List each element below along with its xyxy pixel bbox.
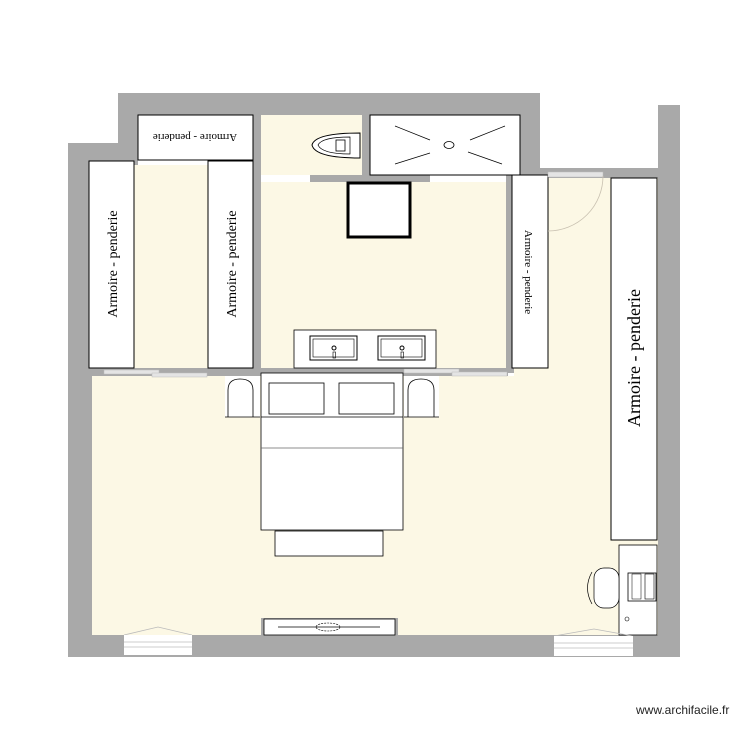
wardrobe-middle[interactable]: Armoire - penderie (511, 174, 549, 369)
radiator[interactable] (261, 618, 398, 636)
double-sink[interactable] (293, 329, 437, 369)
sliding-doors[interactable] (103, 368, 508, 378)
wardrobe-left-2[interactable]: Armoire - penderie (207, 160, 254, 369)
wardrobe-right[interactable]: Armoire - penderie (610, 177, 658, 541)
nightstand-left[interactable] (225, 376, 260, 418)
desk[interactable] (618, 544, 658, 636)
watermark: www.archifacile.fr (636, 703, 730, 717)
toilet[interactable] (311, 132, 361, 159)
svg-text:Armoire - penderie: Armoire - penderie (522, 230, 534, 314)
walls (68, 93, 680, 657)
wardrobe-left-1[interactable]: Armoire - penderie (88, 160, 135, 369)
window-right[interactable] (553, 628, 634, 656)
svg-text:Armoire - penderie: Armoire - penderie (624, 289, 644, 427)
svg-text:Armoire - penderie: Armoire - penderie (153, 131, 237, 143)
shower[interactable] (369, 114, 521, 176)
square-cabinet[interactable] (346, 181, 412, 239)
bench[interactable] (274, 530, 384, 557)
nightstand-right[interactable] (404, 376, 439, 418)
office-chair[interactable] (587, 567, 620, 609)
swing-door[interactable] (547, 171, 604, 232)
wardrobe-top[interactable]: Armoire - penderie (137, 114, 254, 161)
double-bed[interactable] (260, 372, 404, 531)
svg-text:Armoire - penderie: Armoire - penderie (225, 210, 240, 317)
svg-text:Armoire - penderie: Armoire - penderie (106, 210, 121, 317)
window-left[interactable] (123, 626, 193, 655)
